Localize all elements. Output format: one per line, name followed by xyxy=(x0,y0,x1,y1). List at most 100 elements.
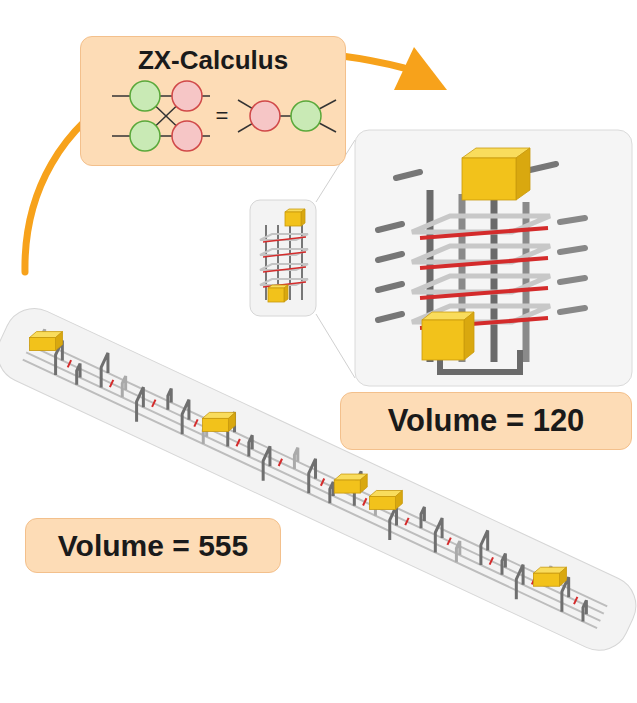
title-box: ZX-Calculus xyxy=(80,36,346,166)
yellow-block xyxy=(533,573,559,586)
stub xyxy=(560,278,585,282)
stub xyxy=(378,254,402,260)
wire xyxy=(238,116,265,132)
red-link xyxy=(68,360,71,367)
arch xyxy=(182,400,189,434)
x-spider xyxy=(172,81,202,111)
volume-text: Volume = 555 xyxy=(58,529,248,563)
stub xyxy=(560,248,585,252)
arch xyxy=(249,435,252,456)
yellow-block xyxy=(462,158,516,200)
arch xyxy=(77,364,80,385)
stub xyxy=(396,172,420,178)
red-link xyxy=(263,237,306,242)
yellow-block-side xyxy=(516,148,530,200)
wire xyxy=(145,95,187,97)
yellow-block-side xyxy=(559,567,566,586)
arch xyxy=(456,541,459,562)
pillar xyxy=(289,225,291,300)
wire xyxy=(145,135,187,137)
yellow-block-side xyxy=(56,332,63,351)
x-spider xyxy=(172,121,202,151)
wire xyxy=(187,95,210,97)
z-spider xyxy=(130,121,160,151)
yellow-block xyxy=(422,320,464,360)
red-link xyxy=(405,518,408,525)
pillar xyxy=(491,198,498,362)
arch xyxy=(168,389,171,410)
inset-frame xyxy=(355,130,632,386)
red-link xyxy=(194,419,197,426)
red-link xyxy=(321,478,324,485)
wire xyxy=(306,116,336,132)
arrow-head xyxy=(394,47,447,90)
arch xyxy=(516,565,523,599)
red-link xyxy=(420,258,548,268)
wire xyxy=(112,135,145,137)
wire xyxy=(306,100,336,116)
wire xyxy=(112,95,145,97)
arch xyxy=(309,459,316,493)
red-link xyxy=(279,459,282,466)
red-link xyxy=(110,380,113,387)
arch xyxy=(330,482,333,503)
stub xyxy=(378,284,402,290)
red-link xyxy=(574,597,577,604)
zoom-line xyxy=(316,314,355,378)
arch xyxy=(294,448,297,469)
red-link xyxy=(490,557,493,564)
red-link xyxy=(447,538,450,545)
red-link xyxy=(420,228,548,238)
arch xyxy=(137,387,144,421)
yellow-block-side xyxy=(395,491,402,510)
arch xyxy=(502,554,505,575)
wire xyxy=(145,96,187,136)
arch xyxy=(435,518,442,552)
title-text: ZX-Calculus xyxy=(138,45,288,76)
wire xyxy=(145,96,187,136)
yellow-block-side xyxy=(360,474,367,493)
yellow-block xyxy=(334,480,360,493)
yellow-block xyxy=(285,212,301,226)
arch xyxy=(263,446,270,480)
arch xyxy=(583,600,586,621)
yellow-block xyxy=(202,418,228,431)
red-link xyxy=(236,439,239,446)
arch xyxy=(122,376,125,397)
arch xyxy=(481,530,488,564)
arch xyxy=(421,507,424,528)
yellow-block xyxy=(30,338,56,351)
yellow-block xyxy=(369,497,395,510)
stub xyxy=(378,224,402,230)
zoomed-pipeline xyxy=(355,130,632,386)
wire xyxy=(238,100,265,116)
red-link xyxy=(363,498,366,505)
thumbnail-frame xyxy=(250,200,316,316)
x-spider xyxy=(250,101,280,131)
z-spider xyxy=(130,81,160,111)
wire xyxy=(265,115,306,117)
equals-sign: = xyxy=(216,103,229,129)
red-link xyxy=(263,282,306,287)
arch xyxy=(101,353,108,387)
stub xyxy=(530,164,556,170)
z-spider xyxy=(291,101,321,131)
yellow-block-side xyxy=(228,412,235,431)
compact-pipeline xyxy=(250,140,355,378)
arch xyxy=(390,506,397,540)
red-link xyxy=(420,288,548,298)
volume-box: Volume = 555 xyxy=(25,518,281,573)
volume-text: Volume = 120 xyxy=(388,403,585,439)
stub xyxy=(560,218,585,222)
wire xyxy=(187,135,210,137)
volume-box: Volume = 120 xyxy=(340,392,632,450)
stub xyxy=(378,314,402,320)
stub xyxy=(560,308,585,312)
red-link xyxy=(263,267,306,272)
red-link xyxy=(263,252,306,257)
red-link xyxy=(152,400,155,407)
yellow-block xyxy=(268,288,284,302)
yellow-block-side xyxy=(301,209,305,226)
yellow-block-side xyxy=(464,312,474,360)
yellow-block-side xyxy=(284,285,288,302)
